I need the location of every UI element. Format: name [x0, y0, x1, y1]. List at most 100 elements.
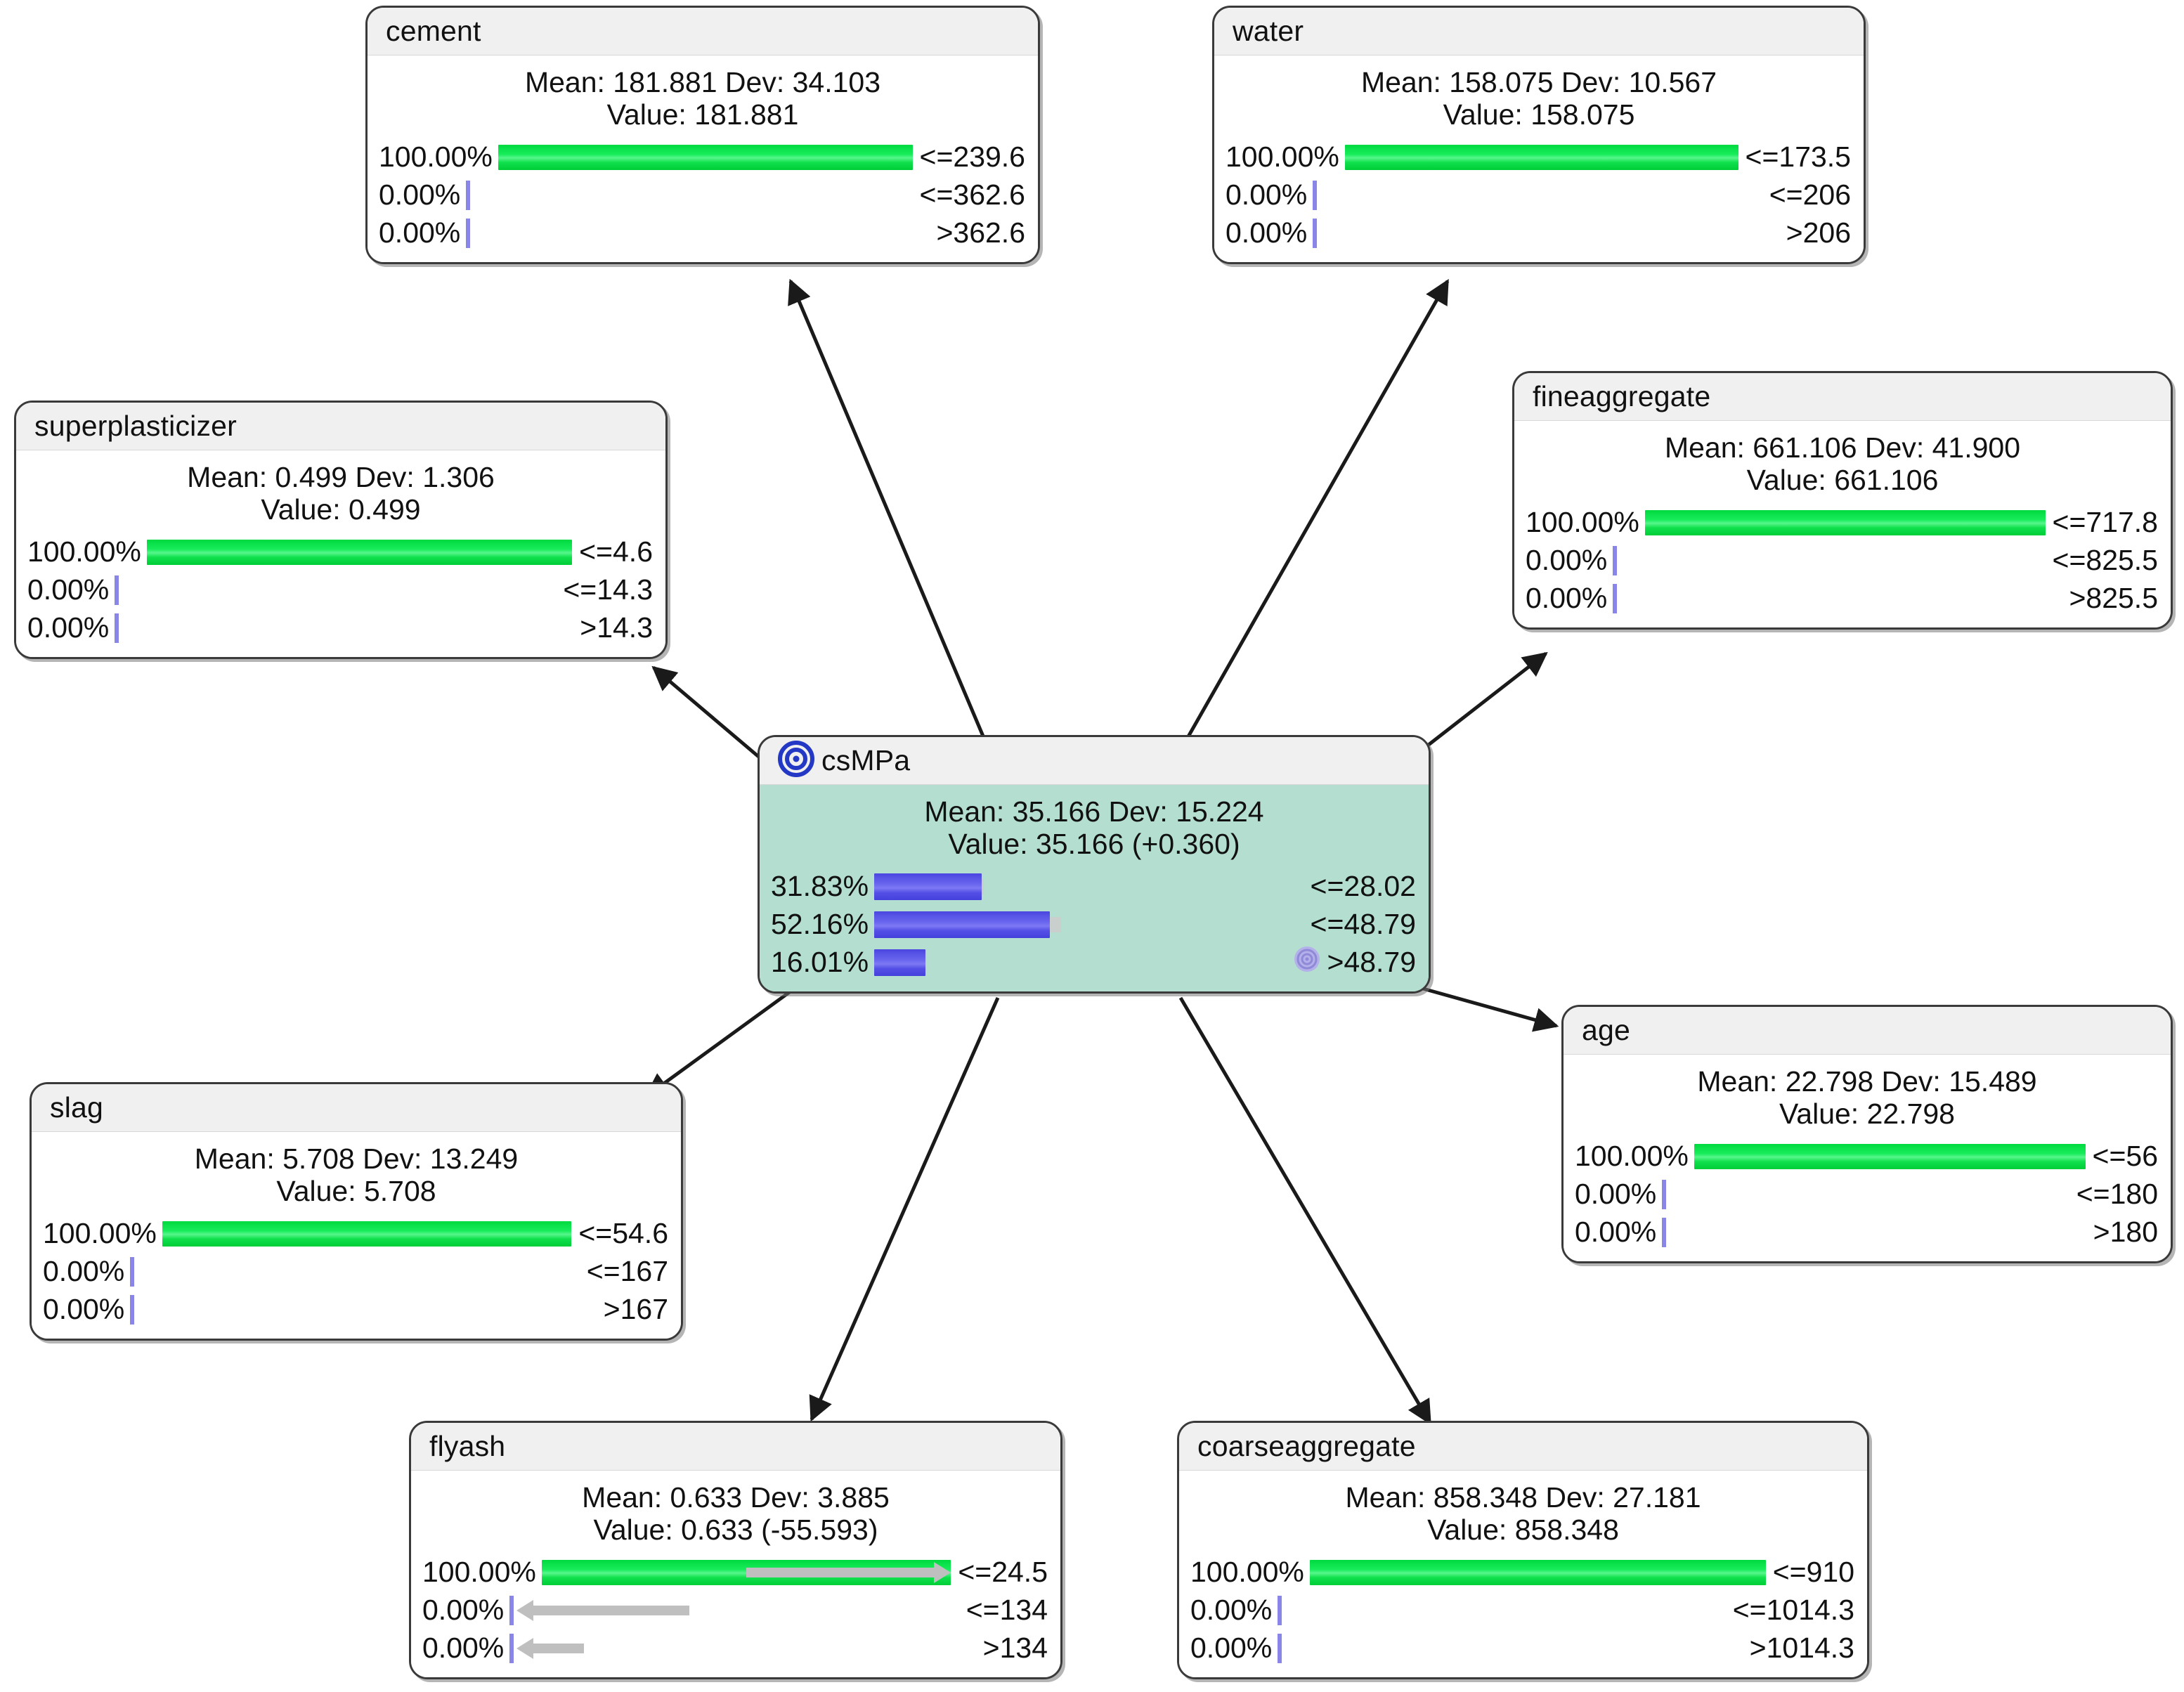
row-bar-area	[162, 1215, 572, 1253]
node-title: slag	[50, 1091, 104, 1124]
row-label: <=24.5	[958, 1556, 1048, 1589]
row-label: <=28.02	[1310, 870, 1417, 903]
node-header: cement	[368, 8, 1038, 56]
row-bar-area	[874, 944, 1286, 982]
distribution-row[interactable]: 0.00% >825.5	[1526, 580, 2158, 618]
distribution-row[interactable]: 100.00% <=56	[1575, 1138, 2158, 1176]
edge-csmpa-to-water	[1185, 278, 1450, 739]
distribution-row[interactable]: 100.00% <=910	[1190, 1554, 1854, 1592]
distribution-row[interactable]: 100.00% <=173.5	[1226, 138, 1851, 176]
node-title: coarseaggregate	[1197, 1430, 1416, 1462]
arrow-head	[516, 1637, 534, 1659]
gray-arrow-right-icon	[746, 1561, 951, 1583]
node-coarseaggregate[interactable]: coarseaggregate Mean: 858.348 Dev: 27.18…	[1177, 1421, 1869, 1679]
distribution-row[interactable]: 0.00% <=1014.3	[1190, 1592, 1854, 1629]
row-bar-area	[874, 906, 1303, 944]
node-water[interactable]: water Mean: 158.075 Dev: 10.567 Value: 1…	[1212, 6, 1866, 264]
arrow-shaft	[746, 1567, 936, 1577]
node-body: Mean: 661.106 Dev: 41.900 Value: 661.106…	[1514, 421, 2171, 627]
node-superplasticizer[interactable]: superplasticizer Mean: 0.499 Dev: 1.306 …	[14, 401, 668, 659]
distribution-row[interactable]: 31.83% <=28.02	[771, 868, 1416, 906]
row-label: <=14.3	[563, 573, 653, 606]
distribution-row[interactable]: 0.00% >1014.3	[1190, 1629, 1854, 1667]
node-header: fineaggregate	[1514, 373, 2171, 421]
row-bar-area	[130, 1291, 596, 1329]
zero-tick	[115, 575, 119, 605]
stats-value: Value: 35.166 (+0.360)	[948, 827, 1240, 860]
edge-csmpa-to-superplasticizer	[651, 665, 771, 767]
stats-value: Value: 0.499	[261, 493, 421, 526]
distribution-row[interactable]: 52.16% <=48.79	[771, 906, 1416, 944]
row-percent: 100.00%	[379, 141, 493, 174]
row-label: <=173.5	[1745, 141, 1852, 174]
row-percent: 0.00%	[1526, 544, 1608, 577]
row-percent: 52.16%	[771, 908, 869, 941]
row-label: >134	[982, 1632, 1048, 1665]
distribution-row[interactable]: 0.00% >167	[43, 1291, 668, 1329]
row-percent: 0.00%	[43, 1255, 125, 1288]
row-percent: 0.00%	[379, 216, 461, 249]
zero-tick	[1278, 1633, 1282, 1663]
node-flyash[interactable]: flyash Mean: 0.633 Dev: 3.885 Value: 0.6…	[409, 1421, 1062, 1679]
row-label: <=717.8	[2052, 506, 2159, 539]
row-label: >48.79	[1293, 945, 1416, 980]
arrow-head	[516, 1599, 533, 1621]
distribution-row[interactable]: 0.00% >206	[1226, 214, 1851, 252]
distribution-row[interactable]: 0.00% <=180	[1575, 1176, 2158, 1213]
row-percent: 0.00%	[1575, 1178, 1657, 1211]
node-csmpa[interactable]: csMPa Mean: 35.166 Dev: 15.224 Value: 35…	[758, 735, 1431, 994]
node-slag[interactable]: slag Mean: 5.708 Dev: 13.249 Value: 5.70…	[30, 1082, 683, 1341]
distribution-row[interactable]: 0.00% <=167	[43, 1253, 668, 1291]
distribution-rows: 100.00% <=56 0.00% <=180 0.00% >180	[1564, 1138, 2171, 1251]
distribution-row[interactable]: 0.00% >134	[422, 1629, 1048, 1667]
stats-value: Value: 661.106	[1746, 463, 1939, 496]
row-bar-area	[115, 571, 556, 609]
edge-csmpa-to-flyash	[809, 996, 1000, 1422]
node-header: slag	[32, 1084, 681, 1132]
row-percent: 100.00%	[43, 1217, 157, 1250]
node-body: Mean: 158.075 Dev: 10.567 Value: 158.075…	[1214, 56, 1864, 262]
distribution-row[interactable]: 100.00% <=54.6	[43, 1215, 668, 1253]
stats-value: Value: 22.798	[1779, 1097, 1955, 1130]
zero-tick	[509, 1595, 514, 1625]
distribution-row[interactable]: 100.00% <=4.6	[27, 533, 653, 571]
row-percent: 0.00%	[27, 573, 110, 606]
row-label: <=362.6	[919, 178, 1026, 212]
node-title: cement	[386, 15, 481, 47]
distribution-row[interactable]: 0.00% <=362.6	[379, 176, 1025, 214]
row-bar-area	[1278, 1629, 1742, 1667]
distribution-rows: 100.00% <=24.5 0.00%	[411, 1554, 1060, 1667]
row-label: <=180	[2076, 1178, 2158, 1211]
node-fineaggregate[interactable]: fineaggregate Mean: 661.106 Dev: 41.900 …	[1512, 371, 2173, 630]
node-stats: Mean: 35.166 Dev: 15.224 Value: 35.166 (…	[760, 792, 1429, 868]
zero-tick	[1662, 1179, 1667, 1209]
row-bar-area	[1613, 542, 2045, 580]
distribution-row[interactable]: 0.00% >14.3	[27, 609, 653, 647]
row-percent: 100.00%	[1226, 141, 1339, 174]
node-title: flyash	[429, 1430, 506, 1462]
node-stats: Mean: 5.708 Dev: 13.249 Value: 5.708	[32, 1139, 681, 1215]
distribution-row[interactable]: 0.00% <=825.5	[1526, 542, 2158, 580]
row-percent: 0.00%	[1575, 1216, 1657, 1249]
distribution-row[interactable]: 100.00% <=24.5	[422, 1554, 1048, 1592]
distribution-row[interactable]: 100.00% <=239.6	[379, 138, 1025, 176]
distribution-row[interactable]: 100.00% <=717.8	[1526, 504, 2158, 542]
stats-mean-dev: Mean: 0.499 Dev: 1.306	[187, 461, 495, 493]
edge-csmpa-to-age	[1405, 982, 1559, 1032]
node-age[interactable]: age Mean: 22.798 Dev: 15.489 Value: 22.7…	[1561, 1005, 2173, 1263]
node-cement[interactable]: cement Mean: 181.881 Dev: 34.103 Value: …	[365, 6, 1040, 264]
row-bar-area	[115, 609, 573, 647]
distribution-row[interactable]: 0.00% <=206	[1226, 176, 1851, 214]
distribution-row[interactable]: 0.00% <=14.3	[27, 571, 653, 609]
row-percent: 0.00%	[422, 1632, 505, 1665]
edge-csmpa-to-cement	[788, 278, 986, 738]
node-body: Mean: 181.881 Dev: 34.103 Value: 181.881…	[368, 56, 1038, 262]
distribution-row[interactable]: 0.00% >362.6	[379, 214, 1025, 252]
distribution-row[interactable]: 16.01% >48.79	[771, 944, 1416, 982]
distribution-row[interactable]: 0.00% <=134	[422, 1592, 1048, 1629]
row-bar-area	[1613, 580, 2062, 618]
row-label: <=167	[586, 1255, 668, 1288]
zero-tick	[1613, 545, 1618, 575]
distribution-row[interactable]: 0.00% >180	[1575, 1213, 2158, 1251]
ghost-bar	[1050, 916, 1061, 932]
